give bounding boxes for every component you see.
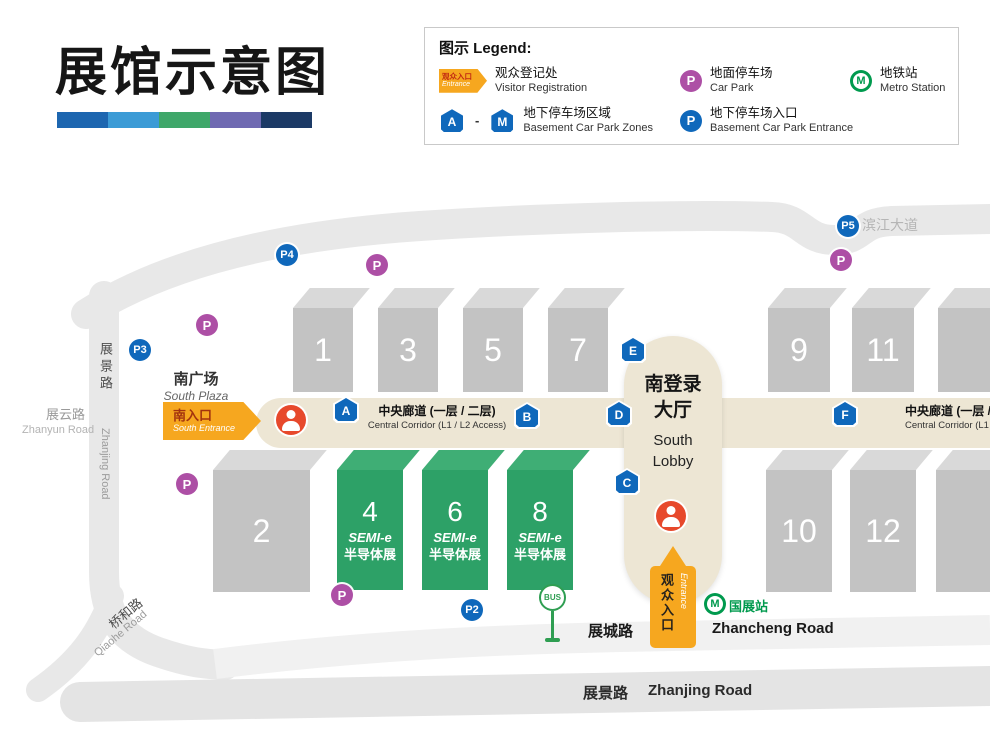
zhanyun-road-label-en: Zhanyun Road bbox=[22, 424, 95, 436]
qiaohe-road-shape bbox=[26, 584, 124, 702]
zhanyun-road-label-zh: 展云路 bbox=[46, 407, 86, 422]
hall-exhibition-name: SEMI-e bbox=[518, 530, 562, 546]
legend-panel: 图示 Legend: 观众入口 Entrance 观众登记处 Visitor R… bbox=[424, 27, 959, 145]
central-corridor-label-right: 中央廊道 (一层 / 二层) Central Corridor (L1 / L2… bbox=[905, 404, 990, 431]
legend-text: 地下停车场区域 Basement Car Park Zones bbox=[523, 106, 653, 134]
hall-number: 12 bbox=[865, 512, 901, 549]
car-park-marker: P bbox=[196, 314, 218, 336]
hall-9: 9 bbox=[768, 288, 847, 392]
color-bar-segment bbox=[159, 112, 210, 128]
legend-item-basement-entrance: P 地下停车场入口 Basement Car Park Entrance bbox=[680, 106, 853, 135]
legend-text: 地面停车场 Car Park bbox=[710, 66, 773, 94]
zhanjing-bottom-road-label-en: Zhanjing Road bbox=[648, 682, 753, 699]
metro-station-name: 国展站 bbox=[729, 599, 769, 614]
basement-entrance-marker-p4: P4 bbox=[276, 244, 298, 266]
car-park-marker: P bbox=[331, 584, 353, 606]
page-title: 展馆示意图 bbox=[55, 44, 331, 102]
central-corridor-label: 中央廊道 (一层 / 二层) Central Corridor (L1 / L2… bbox=[367, 404, 507, 431]
legend-item-visitor-registration: 观众入口 Entrance 观众登记处 Visitor Registration bbox=[439, 66, 587, 95]
hall-roof bbox=[936, 450, 990, 470]
legend-item-car-park: P 地面停车场 Car Park bbox=[680, 66, 773, 95]
entrance-flag-en: Entrance bbox=[442, 80, 471, 88]
metro-icon: M bbox=[704, 593, 726, 615]
zone-marker-c: C bbox=[614, 468, 640, 495]
binjiang-road-shape bbox=[71, 201, 990, 329]
entrance-flag-icon: 观众入口 Entrance bbox=[439, 68, 487, 93]
zone-m-icon: M bbox=[489, 107, 516, 135]
hall-number: 3 bbox=[399, 331, 417, 368]
hall-2: 2 bbox=[213, 450, 327, 592]
visitor-registration-icon bbox=[276, 405, 306, 435]
color-bar-segment bbox=[108, 112, 159, 128]
hall-number: 11 bbox=[866, 331, 900, 368]
visitor-entrance-banner: 观众入口 Entrance bbox=[650, 566, 696, 648]
hall-exhibition-name: SEMI-e bbox=[433, 530, 477, 546]
hall-number: 2 bbox=[252, 512, 271, 549]
legend-text: 地铁站 Metro Station bbox=[880, 66, 946, 94]
color-bar-segment bbox=[57, 112, 108, 128]
zhanjing-bottom-road-shape bbox=[60, 666, 990, 722]
car-park-icon: P bbox=[680, 69, 702, 92]
hall-exhibition-name-zh: 半导体展 bbox=[428, 547, 481, 562]
south-plaza-label: 南广场 South Plaza bbox=[163, 371, 229, 403]
south-entrance-flag: 南入口 South Entrance bbox=[163, 402, 261, 440]
metro-icon: M bbox=[850, 69, 872, 92]
legend-text: 观众登记处 Visitor Registration bbox=[495, 66, 588, 94]
hall-exhibition-name-zh: 半导体展 bbox=[343, 547, 396, 562]
hall-number: 6 bbox=[447, 496, 463, 528]
hall-number: 5 bbox=[484, 331, 502, 368]
hall-number: 7 bbox=[569, 331, 587, 368]
hall-roof bbox=[938, 288, 990, 308]
hall-roof bbox=[213, 450, 327, 470]
hall-3: 3 bbox=[378, 288, 455, 392]
hall-4: 4 SEMI-e 半导体展 bbox=[337, 450, 420, 590]
basement-entrance-marker-p3: P3 bbox=[129, 339, 151, 361]
color-bar-segment bbox=[210, 112, 261, 128]
hall-exhibition-name-zh: 半导体展 bbox=[513, 547, 566, 562]
hall-12: 12 bbox=[850, 450, 933, 592]
legend-text: 地下停车场入口 Basement Car Park Entrance bbox=[710, 106, 854, 134]
hall-11: 11 bbox=[852, 288, 931, 392]
hall-7: 7 bbox=[548, 288, 625, 392]
hall-8: 8 SEMI-e 半导体展 bbox=[507, 450, 590, 590]
zone-range-dash: - bbox=[475, 113, 480, 129]
legend-item-metro-station: M 地铁站 Metro Station bbox=[850, 66, 945, 95]
basement-entrance-marker-p5: P5 bbox=[837, 215, 859, 237]
legend-heading: 图示 Legend: bbox=[439, 40, 532, 57]
zhanjing-bottom-road-label-zh: 展景路 bbox=[583, 685, 629, 702]
zhanjing-left-road-label-en: Zhanjing Road bbox=[99, 428, 111, 500]
hall-number: 4 bbox=[362, 496, 378, 528]
zhancheng-road-label-en: Zhancheng Road bbox=[712, 620, 834, 637]
legend-item-basement-zones: A - M 地下停车场区域 Basement Car Park Zones bbox=[439, 106, 653, 135]
car-park-marker: P bbox=[176, 473, 198, 495]
zone-a-icon: A bbox=[439, 107, 465, 135]
hall-1: 1 bbox=[293, 288, 370, 392]
hall-5: 5 bbox=[463, 288, 540, 392]
zhancheng-road-shape bbox=[213, 615, 990, 679]
hall-number: 8 bbox=[532, 496, 548, 528]
hall-number: 9 bbox=[790, 331, 808, 368]
hall-number: 1 bbox=[314, 331, 332, 368]
hall-exhibition-name: SEMI-e bbox=[348, 530, 392, 546]
zhanjing-left-road-label-zh: 展景路 bbox=[98, 342, 113, 393]
binjiang-road-label: 滨江大道 bbox=[862, 217, 918, 233]
entrance-flag-zh: 观众入口 bbox=[442, 71, 472, 81]
basement-entrance-icon: P bbox=[680, 109, 702, 132]
entrance-arrow-icon bbox=[660, 546, 686, 566]
car-park-marker: P bbox=[366, 254, 388, 276]
title-color-bar bbox=[57, 112, 312, 128]
car-park-marker: P bbox=[830, 249, 852, 271]
visitor-registration-icon bbox=[656, 501, 686, 531]
hall-number: 10 bbox=[781, 512, 817, 549]
zhancheng-road-label-zh: 展城路 bbox=[588, 623, 634, 640]
hall-partial-top bbox=[938, 288, 990, 392]
hall-partial-bottom bbox=[936, 450, 990, 592]
color-bar-segment bbox=[261, 112, 312, 128]
hall-6: 6 SEMI-e 半导体展 bbox=[422, 450, 505, 590]
hall-10: 10 bbox=[766, 450, 849, 592]
basement-entrance-marker-p2: P2 bbox=[461, 599, 483, 621]
bus-stop-icon: BUS bbox=[539, 584, 566, 642]
